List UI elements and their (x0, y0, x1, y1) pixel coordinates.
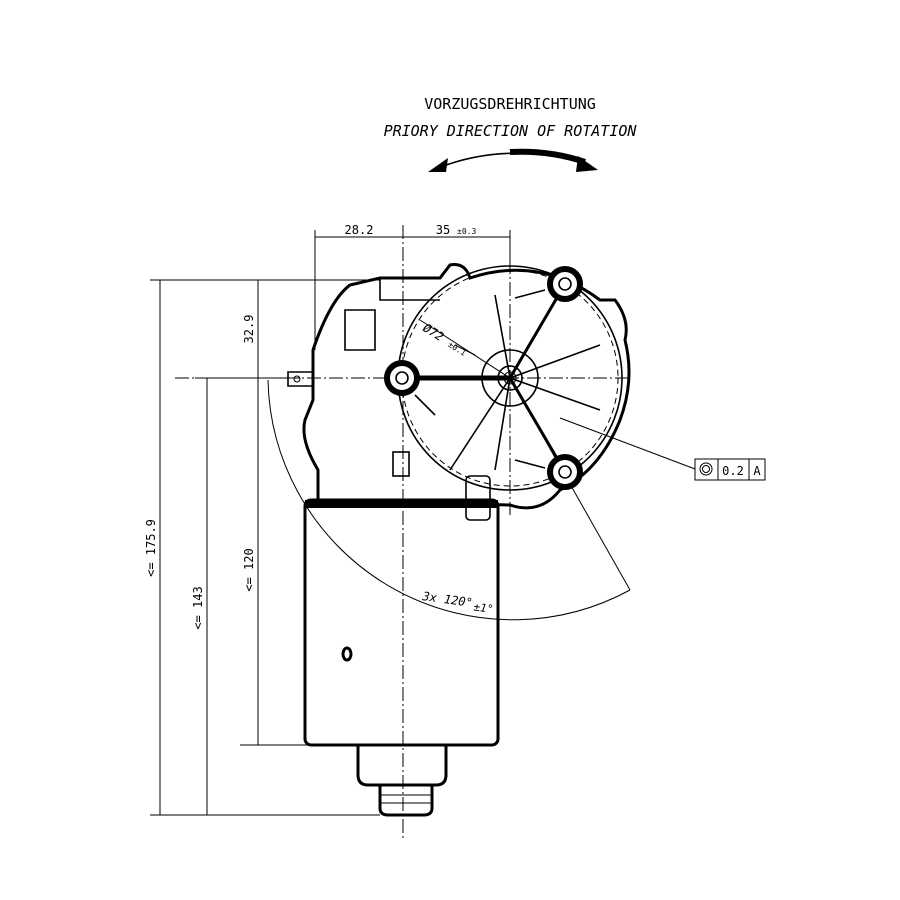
concentricity-icon (699, 462, 713, 476)
dim-143: <= 143 (191, 586, 205, 629)
tolerance-frame: 0.2 A (559, 417, 766, 481)
dim-120: <= 120 (242, 548, 256, 591)
svg-text:±0.1: ±0.1 (446, 340, 467, 358)
svg-text:Ø72: Ø72 (420, 321, 446, 344)
gearbox-ribs (402, 283, 601, 473)
dim-angle: 3x 120° ±1° (421, 589, 495, 616)
rotation-arrow-icon (428, 148, 598, 172)
tolerance-datum: A (753, 464, 761, 478)
tolerance-value: 0.2 (722, 464, 744, 478)
dim-28-2: 28.2 (345, 223, 374, 237)
dim-32-9: 32.9 (242, 315, 256, 344)
title-english: PRIORY DIRECTION OF ROTATION (384, 122, 638, 140)
mounting-holes (384, 266, 583, 490)
dim-35-tol: ±0.3 (457, 227, 476, 236)
svg-text:±1°: ±1° (473, 600, 494, 616)
title-german: VORZUGSDREHRICHTUNG (424, 95, 596, 113)
motor-housing (303, 498, 500, 817)
dim-175-9: <= 175.9 (144, 519, 158, 577)
svg-text:3x 120°: 3x 120° (421, 589, 474, 610)
dim-35: 35 (436, 223, 450, 237)
dimension-lines (150, 230, 631, 816)
dim-bolt-circle: Ø72 ±0.1 (420, 321, 467, 358)
